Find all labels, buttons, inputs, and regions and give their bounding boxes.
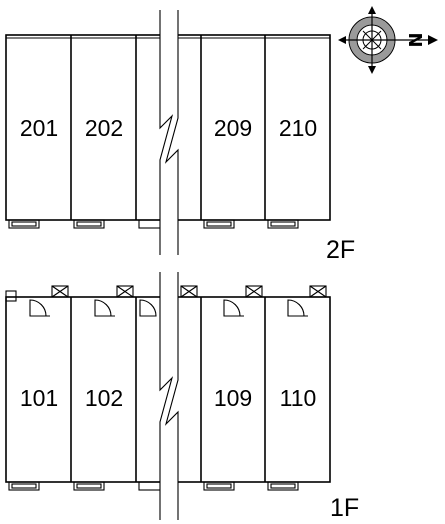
balconies-2f xyxy=(8,219,299,229)
room-label-210: 210 xyxy=(279,115,317,141)
room-label-102: 102 xyxy=(85,385,123,411)
room-label-202: 202 xyxy=(85,115,123,141)
balconies-1f xyxy=(8,481,299,491)
room-label-201: 201 xyxy=(20,115,58,141)
room-label-209: 209 xyxy=(214,115,252,141)
room-label-101: 101 xyxy=(20,385,58,411)
entrances-1f xyxy=(5,285,327,317)
meter-boxes-1f xyxy=(51,285,327,298)
floor-label-1f: 1F xyxy=(330,494,359,522)
omission-break xyxy=(159,10,179,520)
room-label-109: 109 xyxy=(214,385,252,411)
room-label-110: 110 xyxy=(280,385,317,411)
floor-label-2f: 2F xyxy=(326,236,355,264)
compass-icon: N xyxy=(338,6,438,74)
compass-north-label: N xyxy=(404,32,425,47)
